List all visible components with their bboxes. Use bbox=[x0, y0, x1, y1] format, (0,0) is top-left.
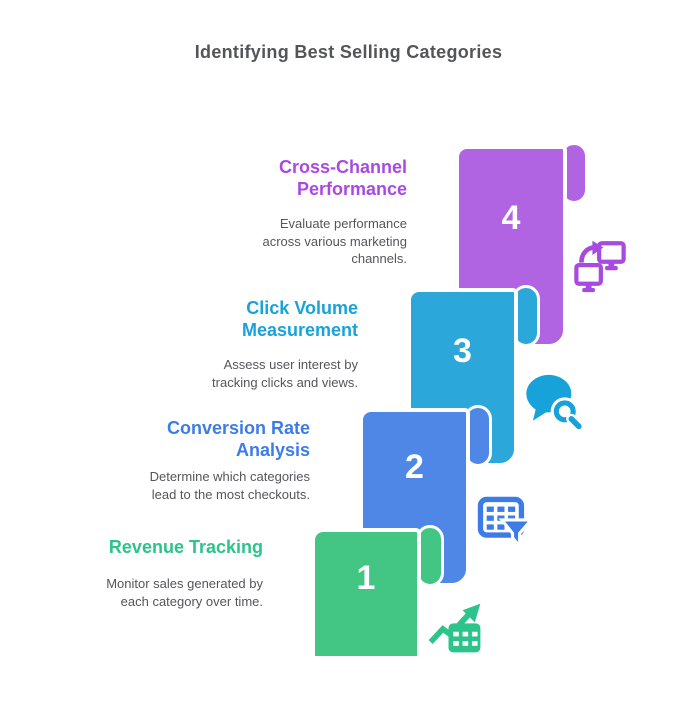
chat-search-icon bbox=[523, 372, 584, 432]
step-heading: Click Volume Measurement bbox=[241, 298, 358, 340]
step-description: Monitor sales generated by each category… bbox=[106, 576, 263, 609]
growth-chart-icon bbox=[426, 598, 486, 658]
step-number: 2 bbox=[405, 448, 424, 486]
scroll-ribbon: 1 bbox=[311, 528, 421, 660]
connected-devices-icon bbox=[571, 239, 629, 293]
table-filter-icon bbox=[476, 495, 533, 552]
step-description: Determine which categories lead to the m… bbox=[149, 469, 310, 502]
step-heading: Revenue Tracking bbox=[108, 537, 263, 557]
step-number: 1 bbox=[356, 559, 376, 597]
step-number: 3 bbox=[453, 332, 472, 370]
step-number: 4 bbox=[501, 199, 521, 237]
step-heading: Cross-Channel Performance bbox=[278, 157, 407, 199]
page-title: Identifying Best Selling Categories bbox=[194, 42, 503, 62]
step-heading: Conversion Rate Analysis bbox=[166, 418, 310, 460]
step-description: Evaluate performance across various mark… bbox=[262, 216, 408, 266]
step-description: Assess user interest by tracking clicks … bbox=[212, 357, 358, 390]
